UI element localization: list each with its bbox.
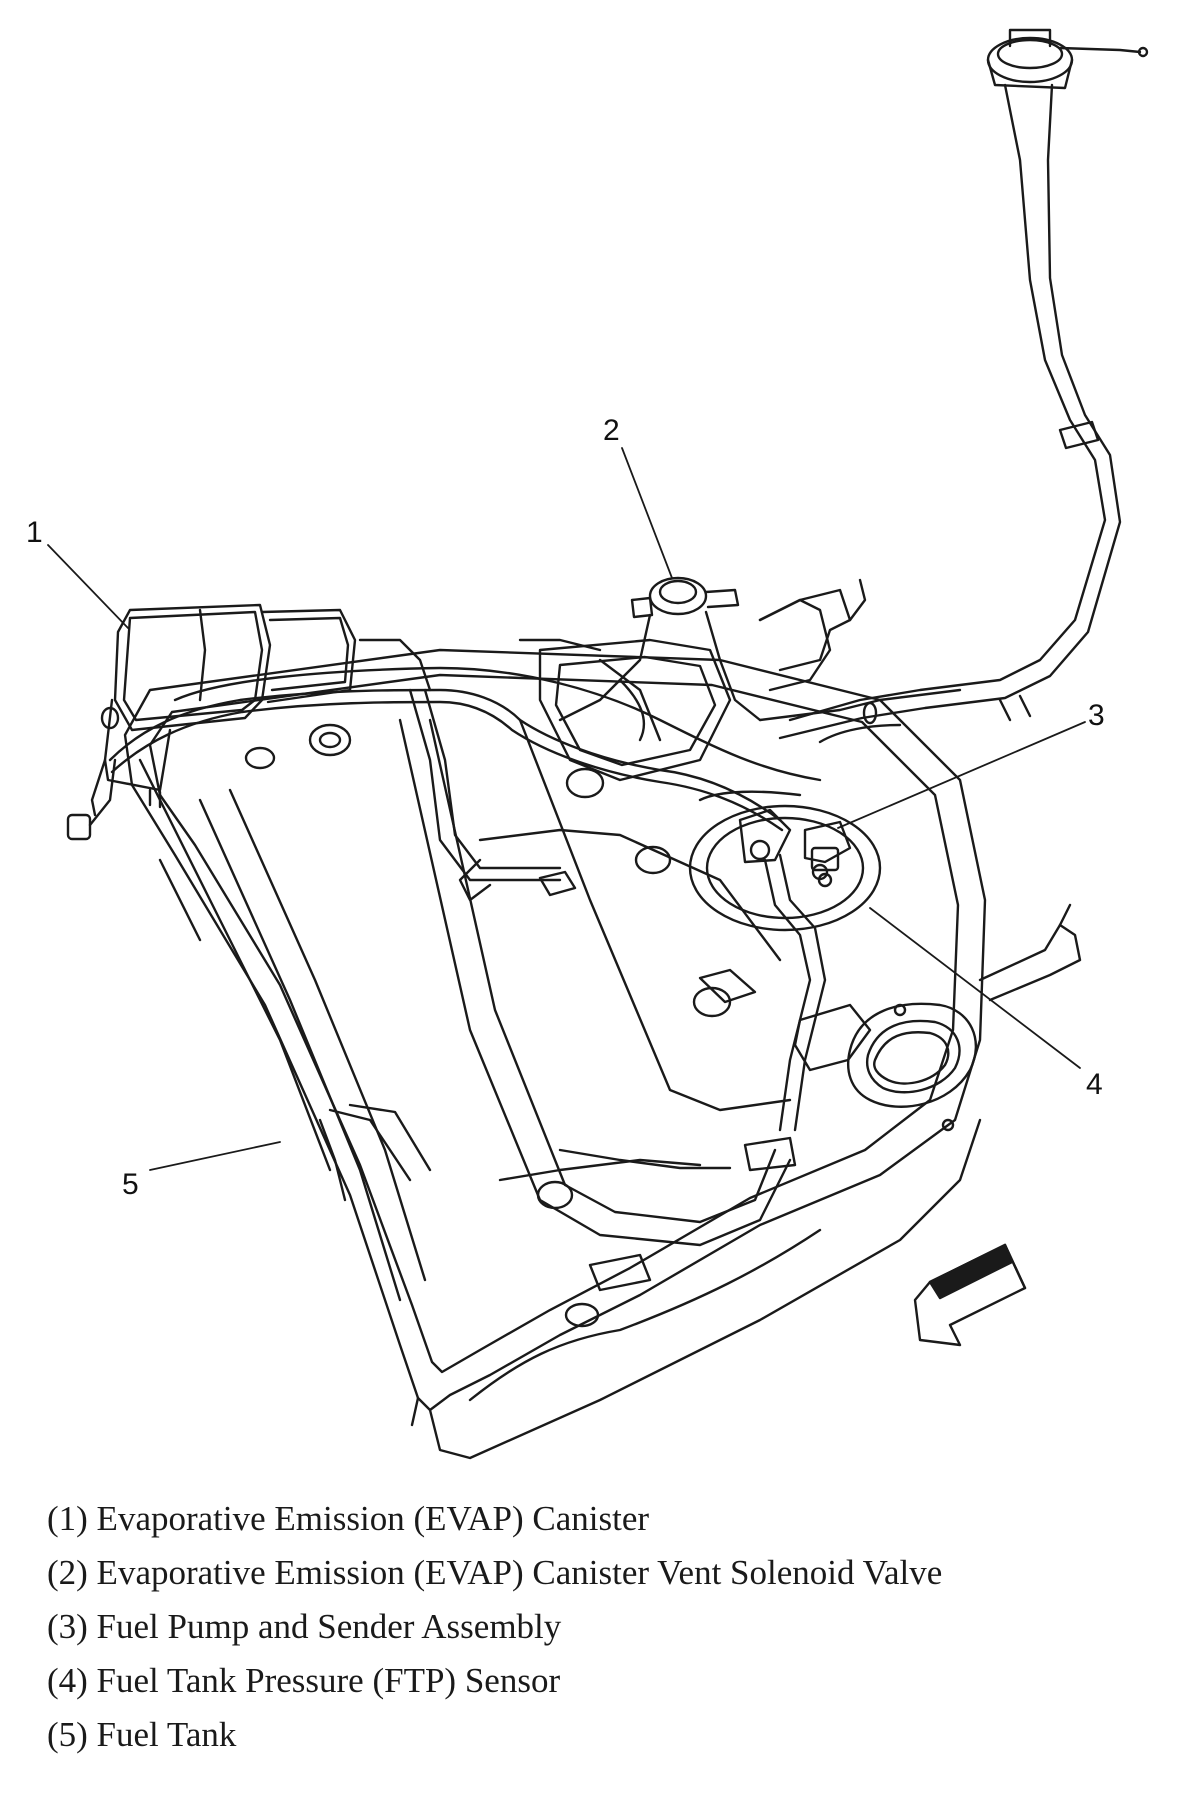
fuel-lines <box>108 638 962 902</box>
legend-item: (4) Fuel Tank Pressure (FTP) Sensor <box>47 1661 561 1700</box>
mounting-bracket-rear <box>758 578 867 672</box>
callout-4: 4 <box>1086 1068 1103 1101</box>
fuel-tank <box>123 648 987 1460</box>
legend-item: (3) Fuel Pump and Sender Assembly <box>47 1607 562 1646</box>
leader-lines <box>47 447 1086 1171</box>
legend-item: (1) Evaporative Emission (EVAP) Canister <box>47 1499 650 1538</box>
evap-vent-solenoid-valve <box>538 576 832 782</box>
leader-line-2 <box>621 447 673 579</box>
component-legend: (1) Evaporative Emission (EVAP) Canister… <box>47 1492 1167 1762</box>
legend-item: (5) Fuel Tank <box>47 1715 237 1754</box>
fuel-pump-sender-assembly <box>688 804 882 1132</box>
evap-canister <box>66 603 357 841</box>
leader-line-3 <box>837 721 1086 829</box>
forward-direction-arrow <box>913 1243 1027 1347</box>
legend-item: (2) Evaporative Emission (EVAP) Canister… <box>47 1553 943 1592</box>
callout-2: 2 <box>603 414 620 447</box>
leader-line-4 <box>869 907 1081 1069</box>
callout-5: 5 <box>122 1168 139 1201</box>
mounting-bracket-front <box>978 903 1082 1002</box>
fuel-tank-diagram: 1 2 3 4 5 <box>26 28 1149 1460</box>
callout-3: 3 <box>1088 699 1105 732</box>
fuel-filler-pipe <box>778 28 1149 740</box>
ftp-sensor <box>810 846 840 888</box>
leader-line-5 <box>149 1141 281 1171</box>
callout-1: 1 <box>26 516 43 549</box>
leader-line-1 <box>47 544 129 629</box>
